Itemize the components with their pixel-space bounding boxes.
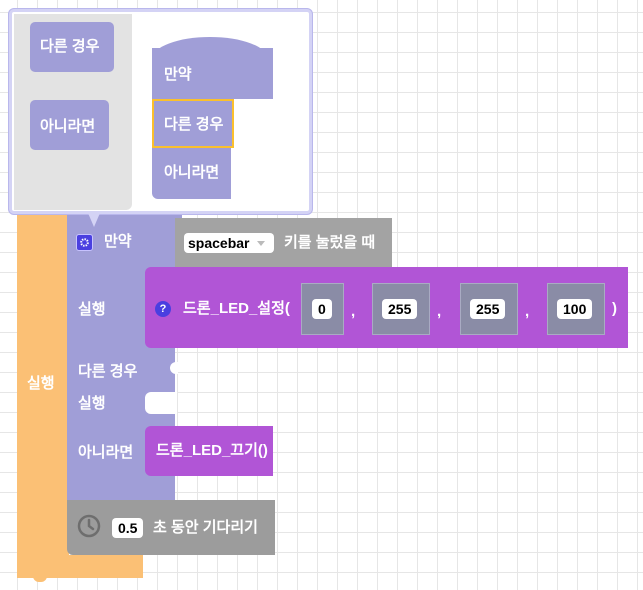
key-dropdown[interactable]: spacebar (184, 233, 274, 253)
led-arg-blue[interactable]: 255 (470, 299, 506, 319)
mutator-popup-pointer (88, 213, 100, 227)
key-condition-suffix: 키를 눌렀을 때 (284, 234, 376, 251)
led-arg-red[interactable]: 0 (312, 299, 332, 319)
palette-else-if-label: 다른 경우 (40, 38, 100, 55)
comma: , (351, 303, 356, 320)
led-arg-green[interactable]: 255 (382, 299, 418, 319)
wait-suffix: 초 동안 기다리기 (153, 519, 258, 536)
repeat-block[interactable] (17, 200, 69, 578)
preview-else-if-block[interactable] (152, 99, 234, 148)
comma: , (525, 303, 530, 320)
repeat-block-bottom-notch (33, 576, 47, 582)
key-dropdown-value: spacebar (188, 235, 250, 251)
else-if-label: 다른 경우 (78, 363, 138, 380)
palette-else-if-block[interactable] (30, 22, 114, 72)
close-paren: ) (612, 300, 617, 317)
preview-else-if-label: 다른 경우 (164, 116, 224, 133)
else-if-condition-socket[interactable] (170, 362, 178, 374)
preview-if-label: 만약 (164, 66, 192, 83)
preview-else-label: 아니라면 (164, 164, 220, 181)
else-if-statement-socket[interactable] (145, 392, 177, 414)
chevron-down-icon (257, 240, 266, 246)
led-arg-brightness[interactable]: 100 (557, 299, 593, 319)
gear-glyph (80, 238, 89, 247)
repeat-label: 실행 (27, 375, 55, 392)
then-label: 실행 (78, 301, 106, 318)
else-label: 아니라면 (78, 444, 134, 461)
repeat-block-bottom-arm (17, 555, 143, 578)
wait-block[interactable] (67, 500, 275, 555)
clock-icon (77, 514, 101, 538)
help-icon[interactable]: ? (155, 301, 171, 317)
if-label: 만약 (104, 233, 132, 250)
preview-else-block[interactable] (152, 148, 231, 199)
gear-icon[interactable] (76, 234, 93, 251)
wait-seconds-input[interactable]: 0.5 (112, 518, 144, 538)
led-off-label: 드론_LED_끄기() (156, 442, 268, 459)
palette-else-block[interactable] (30, 100, 109, 150)
preview-if-hat (152, 37, 268, 59)
else-if-then-label: 실행 (78, 395, 106, 412)
comma: , (437, 303, 442, 320)
led-set-label: 드론_LED_설정( (183, 300, 290, 317)
drone-led-off-block[interactable] (145, 426, 273, 476)
palette-else-label: 아니라면 (40, 118, 96, 135)
